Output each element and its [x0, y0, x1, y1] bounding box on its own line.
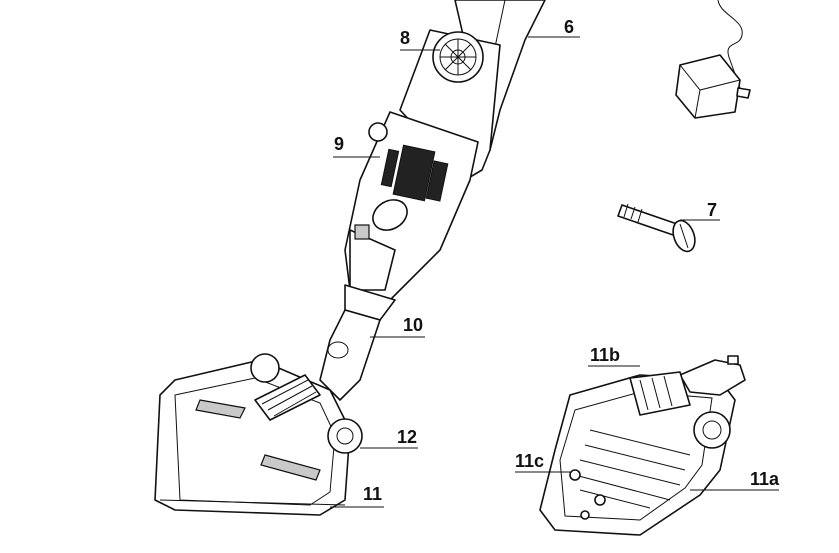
callout-11: 11	[363, 484, 382, 504]
charger-adapter	[675, 0, 751, 119]
callout-11c: 11c	[515, 451, 544, 471]
fan-vent	[432, 31, 484, 83]
callout-7: 7	[707, 200, 717, 220]
callout-10: 10	[403, 315, 423, 335]
callout-11a: 11a	[750, 469, 780, 489]
callout-11b: 11b	[590, 345, 620, 365]
filter-grille	[380, 144, 449, 202]
vacuum-body	[319, 0, 546, 401]
floor-nozzle	[154, 353, 363, 516]
callout-8: 8	[400, 28, 410, 48]
callout-12: 12	[397, 427, 417, 447]
callout-labels: 8 6 9 7 10 11b 12 11c 11 11a	[334, 17, 780, 504]
mounting-screw	[617, 203, 696, 253]
nozzle-underside	[539, 355, 746, 536]
callout-6: 6	[564, 17, 574, 37]
callout-9: 9	[334, 134, 344, 154]
leader-lines	[330, 36, 779, 508]
